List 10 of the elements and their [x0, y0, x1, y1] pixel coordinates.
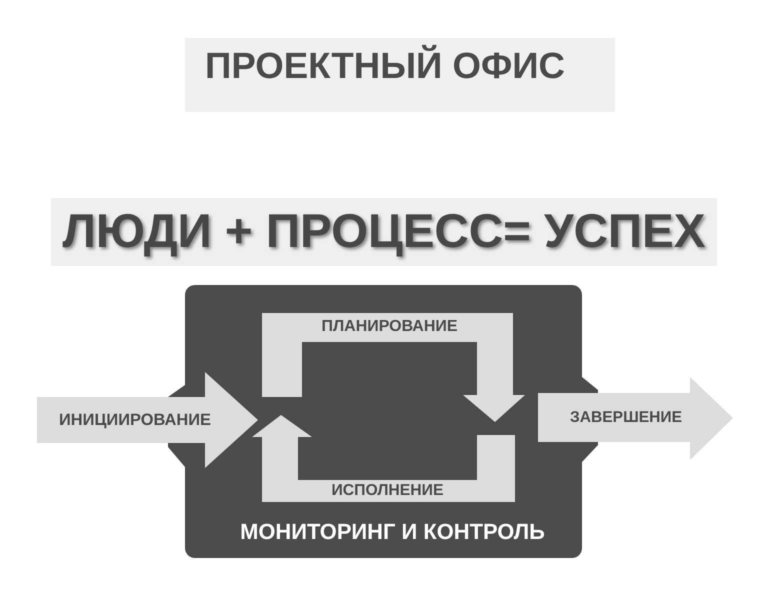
- step-label: ПЛАНИРОВАНИЕ: [321, 318, 458, 337]
- step-label: ИСПОЛНЕНИЕ: [331, 482, 444, 500]
- slogan: ЛЮДИ + ПРОЦЕСС= УСПЕХ: [62, 208, 706, 256]
- process-step: [252, 415, 515, 502]
- process-step: [262, 313, 525, 422]
- block-arrow: [538, 377, 733, 460]
- panel-label: МОНИТОРИНГ И КОНТРОЛЬ: [240, 519, 545, 545]
- arrow-label: ИНИЦИИРОВАНИЕ: [59, 410, 211, 430]
- arrow-label: ЗАВЕРШЕНИЕ: [570, 408, 682, 426]
- block-arrow: [37, 372, 258, 468]
